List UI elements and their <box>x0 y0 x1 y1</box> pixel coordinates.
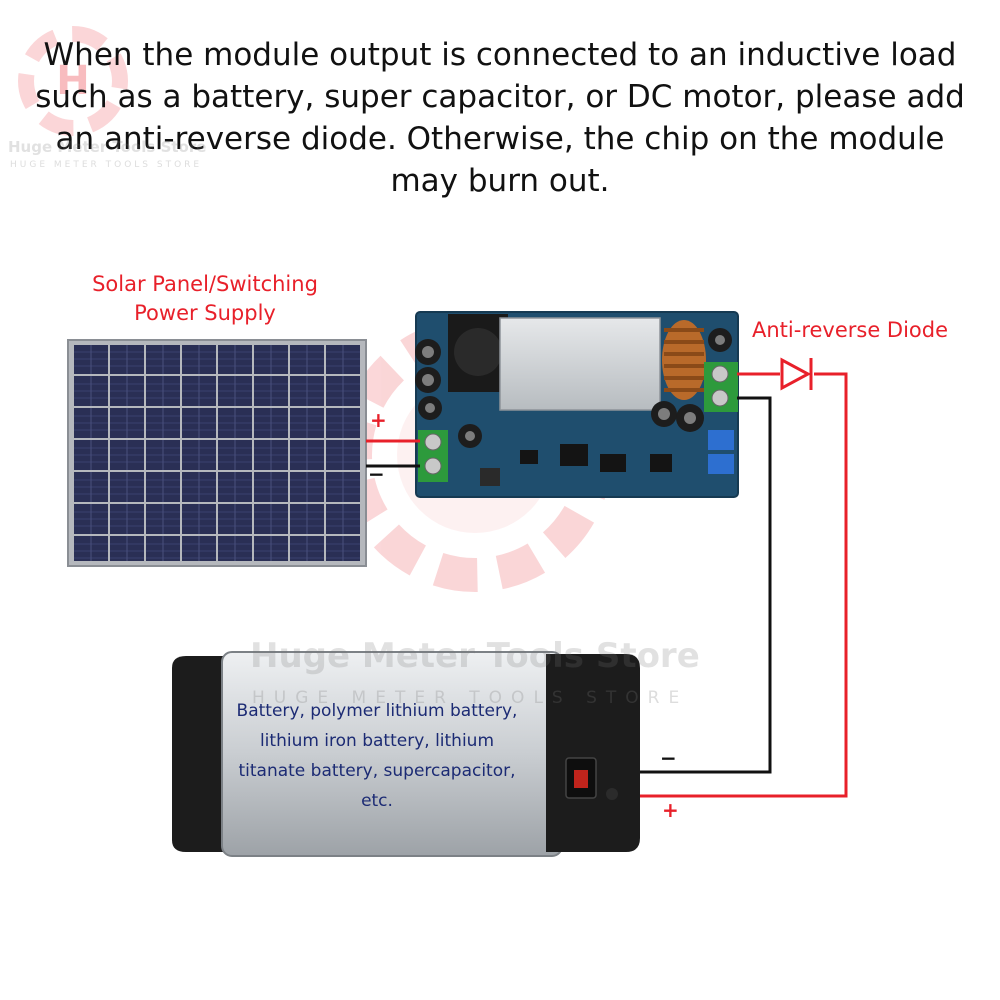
battery-text-line3: titanate battery, supercapacitor, <box>238 761 516 781</box>
solar-label-line1: Solar Panel/Switching <box>92 272 318 296</box>
logo-letter: H <box>56 58 90 104</box>
battery-text-line2: lithium iron battery, lithium <box>259 731 495 751</box>
battery-text-line4: etc. <box>361 791 393 811</box>
watermark-name-small: Huge Meter Tools Store <box>8 138 207 156</box>
solar-panel-image <box>67 339 367 567</box>
watermark-tagline-small: HUGE METER TOOLS STORE <box>10 160 203 170</box>
battery-pack-image <box>172 651 640 857</box>
output-wires <box>604 372 848 798</box>
solar-panel-label: Solar Panel/Switching Power Supply <box>60 270 350 328</box>
battery-description: Battery, polymer lithium battery, lithiu… <box>232 696 522 816</box>
diode-symbol <box>780 357 813 391</box>
input-minus-sign: − <box>368 462 385 486</box>
output-negative-wire <box>622 396 772 774</box>
battery-text-line1: Battery, polymer lithium battery, <box>236 701 518 721</box>
converter-module-image <box>415 311 739 498</box>
input-plus-sign: + <box>370 408 387 432</box>
diode-label: Anti-reverse Diode <box>752 318 949 342</box>
headline-text: When the module output is connected to a… <box>35 37 965 199</box>
watermark-name-large: Huge Meter Tools Store <box>250 636 700 676</box>
input-wires <box>366 439 420 468</box>
output-positive-wire-b <box>604 372 848 798</box>
watermark-tagline-large: HUGE METER TOOLS STORE <box>252 688 689 708</box>
battery-minus-sign: − <box>660 746 677 770</box>
solar-label-line2: Power Supply <box>134 301 276 325</box>
battery-plus-sign: + <box>662 798 679 822</box>
